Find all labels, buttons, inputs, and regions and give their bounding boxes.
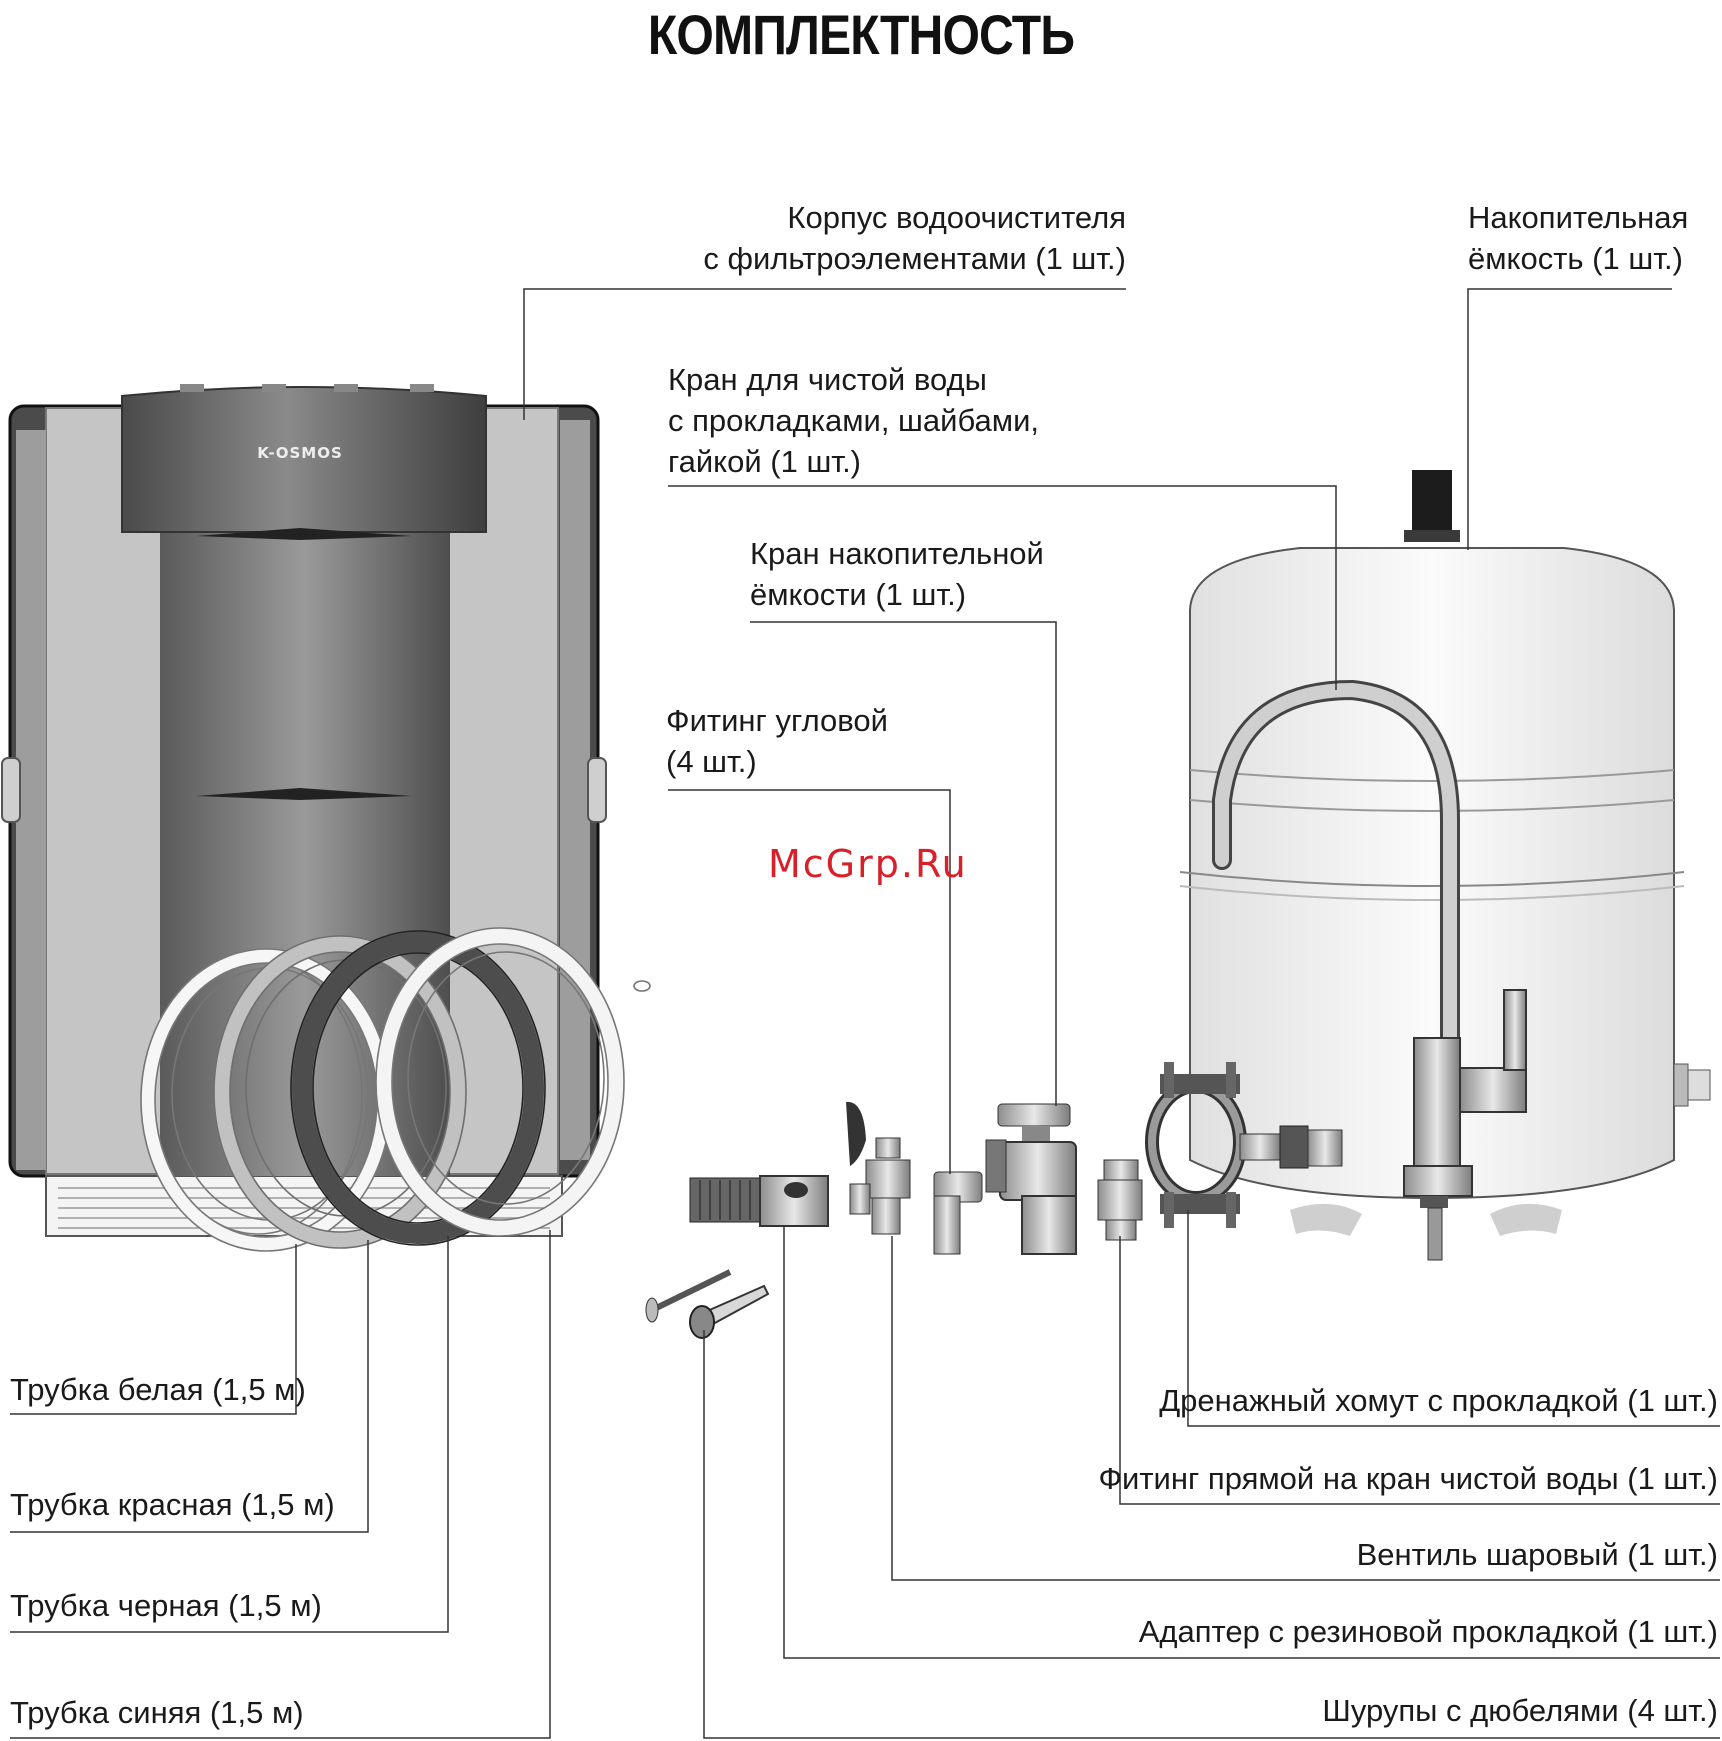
- label-housing: Корпус водоочистителя с фильтроэлементам…: [703, 200, 1126, 276]
- tank-valve: [985, 1103, 1077, 1255]
- leader-screws: [703, 1330, 1720, 1739]
- leader-tube-white: [10, 1244, 297, 1415]
- leader-straight-fitting: [1119, 1236, 1720, 1505]
- label-adapter: Адаптер с резиновой прокладкой (1 шт.): [1138, 1614, 1718, 1649]
- label-faucet: Кран для чистой воды с прокладками, шайб…: [668, 362, 1040, 479]
- label-tube-black: Трубка черная (1,5 м): [10, 1588, 322, 1623]
- elbow-fitting: [933, 1171, 983, 1255]
- adapter: [689, 1175, 829, 1227]
- label-tube-white: Трубка белая (1,5 м): [10, 1372, 306, 1407]
- faucet: [1212, 679, 1527, 1261]
- tube-coil-black: [290, 930, 546, 1246]
- leader-tank-valve: [750, 621, 1057, 1106]
- storage-tank: [1179, 470, 1711, 1236]
- label-tank: Накопительная ёмкость (1 шт.): [1468, 200, 1689, 276]
- label-elbow: Фитинг угловой (4 шт.): [666, 703, 888, 779]
- ball-valve: [846, 1101, 911, 1235]
- straight-fitting: [1097, 1159, 1143, 1241]
- callout-lines: [10, 288, 1720, 1739]
- leader-housing: [523, 288, 1126, 420]
- leader-tank: [1467, 288, 1672, 550]
- leader-ball-valve: [891, 1236, 1720, 1581]
- screw-and-dowel: [645, 1269, 770, 1339]
- tube-coils: [140, 927, 651, 1252]
- leader-tube-blue: [10, 1230, 551, 1739]
- leader-elbow: [668, 789, 951, 1174]
- housing-brand: K-OSMOS: [257, 444, 343, 462]
- page-title: КОМПЛЕКТНОСТЬ: [647, 3, 1075, 66]
- leader-adapter: [783, 1226, 1720, 1659]
- label-tube-blue: Трубка синяя (1,5 м): [10, 1695, 304, 1730]
- watermark: McGrp.Ru: [768, 842, 968, 886]
- label-tube-red: Трубка красная (1,5 м): [10, 1487, 335, 1522]
- label-tank-valve: Кран накопительной ёмкости (1 шт.): [750, 536, 1044, 612]
- tube-coil-blue: [375, 927, 651, 1237]
- label-drain-clamp: Дренажный хомут с прокладкой (1 шт.): [1159, 1383, 1718, 1418]
- label-ball-valve: Вентиль шаровый (1 шт.): [1356, 1537, 1718, 1572]
- label-straight-fitting: Фитинг прямой на кран чистой воды (1 шт.…: [1098, 1461, 1718, 1496]
- leader-faucet: [668, 485, 1337, 690]
- drain-clamp: [1145, 1062, 1343, 1228]
- leader-tube-black: [10, 1236, 449, 1633]
- leader-tube-red: [10, 1240, 369, 1533]
- leader-drain-clamp: [1187, 1210, 1720, 1427]
- label-screws: Шурупы с дюбелями (4 шт.): [1322, 1693, 1718, 1728]
